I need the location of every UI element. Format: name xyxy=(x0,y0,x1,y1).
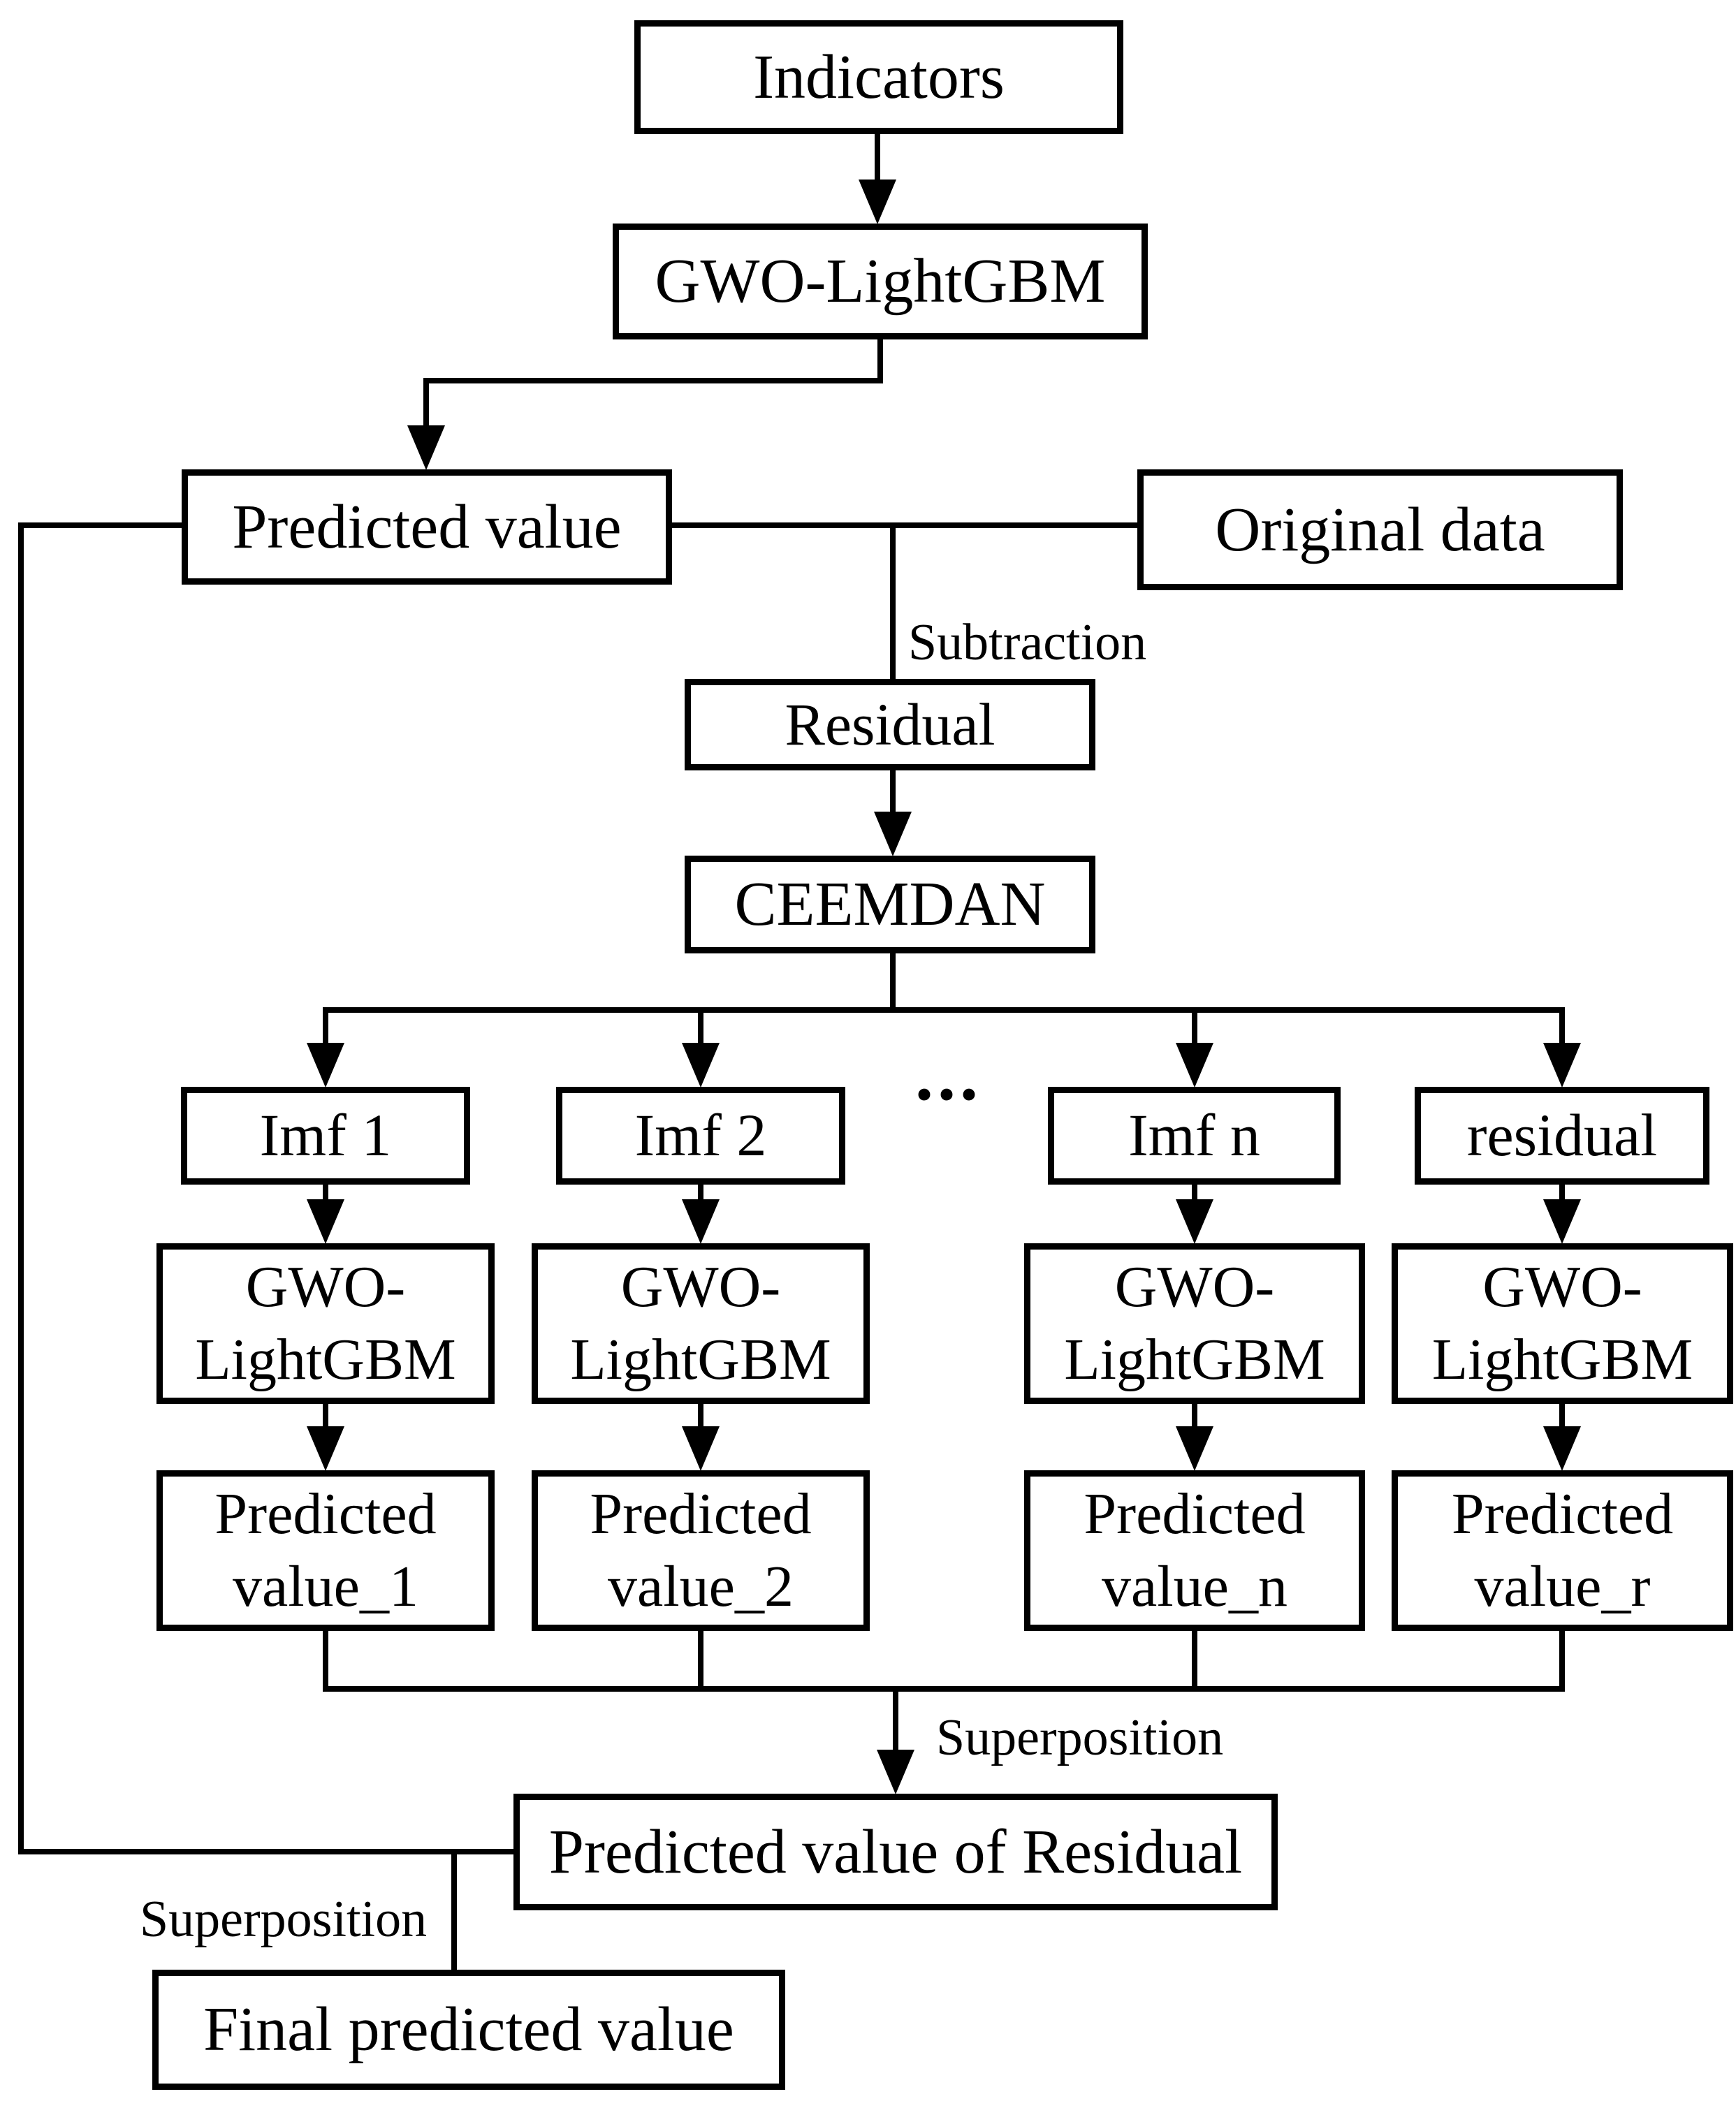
edge-left-link xyxy=(18,522,187,528)
node-imf-2-label: Imf 2 xyxy=(634,1101,767,1169)
arrowhead-into-imf1-icon xyxy=(307,1043,344,1088)
node-gwo-lightgbm-2: GWO- LightGBM xyxy=(532,1243,870,1404)
node-gwo-lightgbm-4-line1: GWO- xyxy=(1482,1254,1642,1319)
node-predicted-value-1-line2: value_1 xyxy=(233,1554,418,1619)
node-gwo-lightgbm-top: GWO-LightGBM xyxy=(613,224,1148,339)
edge-subtraction-drop xyxy=(890,522,896,682)
node-final-predicted-value: Final predicted value xyxy=(152,1970,785,2090)
node-gwo-lightgbm-top-label: GWO-LightGBM xyxy=(655,247,1106,316)
node-imf-1-label: Imf 1 xyxy=(259,1101,392,1169)
edge-pv4-merge xyxy=(1559,1628,1565,1692)
edge-gwo4-pv4 xyxy=(1559,1401,1565,1430)
node-predicted-value-n-line1: Predicted xyxy=(1084,1481,1306,1546)
node-predicted-value-1-line1: Predicted xyxy=(214,1481,437,1546)
node-gwo-lightgbm-4: GWO- LightGBM xyxy=(1392,1243,1733,1404)
node-ceemdan: CEEMDAN xyxy=(685,856,1095,953)
edge-indicators-gwo xyxy=(875,134,880,186)
node-predicted-value-r-line2: value_r xyxy=(1474,1554,1651,1619)
arrowhead-into-pvr-icon xyxy=(877,1750,914,1794)
node-gwo-lightgbm-3-line2: LightGBM xyxy=(1064,1327,1325,1392)
arrowhead-into-gwo4-icon xyxy=(1543,1199,1581,1244)
edge-drop-imf1 xyxy=(323,1007,328,1046)
node-predicted-value-2-line1: Predicted xyxy=(590,1481,812,1546)
arrowhead-into-gwo-top-icon xyxy=(859,180,896,224)
node-gwo-lightgbm-4-line2: LightGBM xyxy=(1431,1327,1693,1392)
edge-drop-residual2 xyxy=(1559,1007,1565,1046)
edge-pv3-merge xyxy=(1192,1628,1197,1692)
node-predicted-value-r-line1: Predicted xyxy=(1451,1481,1674,1546)
arrowhead-into-imf2-icon xyxy=(682,1043,720,1088)
node-predicted-value: Predicted value xyxy=(182,469,672,585)
arrowhead-into-gwo2-icon xyxy=(682,1199,720,1244)
edge-gwo-elbow-v1 xyxy=(877,339,883,383)
node-gwo-lightgbm-1: GWO- LightGBM xyxy=(156,1243,495,1404)
node-imf-n-label: Imf n xyxy=(1128,1101,1260,1169)
edge-gwo-elbow-h xyxy=(423,378,883,383)
arrowhead-into-predicted-value-icon xyxy=(407,425,445,470)
node-predicted-value-n-line2: value_n xyxy=(1102,1554,1288,1619)
node-gwo-lightgbm-2-line2: LightGBM xyxy=(570,1327,831,1392)
edge-distribution-rail xyxy=(323,1007,1565,1013)
node-original-data: Original data xyxy=(1137,469,1623,590)
node-ceemdan-label: CEEMDAN xyxy=(734,870,1046,939)
edge-merge-drop xyxy=(893,1686,898,1753)
node-final-predicted-value-label: Final predicted value xyxy=(203,1995,734,2065)
arrowhead-into-residual2-icon xyxy=(1543,1043,1581,1088)
edge-residual2-gwo4 xyxy=(1559,1182,1565,1204)
edge-residual-ceemdan xyxy=(890,767,896,816)
arrowhead-into-gwo3-icon xyxy=(1176,1199,1213,1244)
edge-gwo3-pv3 xyxy=(1192,1401,1197,1430)
node-predicted-value-2-line2: value_2 xyxy=(608,1554,794,1619)
label-ellipsis: ... xyxy=(915,1035,982,1115)
arrowhead-into-pv3-icon xyxy=(1176,1426,1213,1471)
node-predicted-value-2: Predicted value_2 xyxy=(532,1470,870,1631)
node-gwo-lightgbm-1-line2: LightGBM xyxy=(195,1327,456,1392)
node-imf-2: Imf 2 xyxy=(556,1087,845,1185)
arrowhead-into-pv4-icon xyxy=(1543,1426,1581,1471)
node-predicted-value-label: Predicted value xyxy=(232,492,622,562)
node-imf-n: Imf n xyxy=(1048,1087,1341,1185)
node-residual-component: residual xyxy=(1415,1087,1709,1185)
edge-gwo-elbow-v2 xyxy=(423,378,429,428)
edge-predicted-original xyxy=(669,522,1140,528)
node-gwo-lightgbm-3-line1: GWO- xyxy=(1114,1254,1275,1319)
node-predicted-value-1: Predicted value_1 xyxy=(156,1470,495,1631)
edge-ceemdan-rail xyxy=(890,950,896,1013)
edge-drop-imf2 xyxy=(698,1007,703,1046)
label-superposition-lower: Superposition xyxy=(140,1891,428,1948)
edge-left-rail xyxy=(18,522,24,1854)
edge-imf1-gwo1 xyxy=(323,1182,328,1204)
node-predicted-value-of-residual-label: Predicted value of Residual xyxy=(548,1817,1243,1887)
node-gwo-lightgbm-1-line1: GWO- xyxy=(245,1254,406,1319)
label-subtraction: Subtraction xyxy=(908,614,1147,671)
node-indicators-label: Indicators xyxy=(753,42,1005,112)
edge-final-drop xyxy=(451,1849,457,1972)
node-predicted-value-r: Predicted value_r xyxy=(1392,1470,1733,1631)
edge-imfn-gwo3 xyxy=(1192,1182,1197,1204)
node-imf-1: Imf 1 xyxy=(181,1087,470,1185)
node-indicators: Indicators xyxy=(634,20,1123,134)
arrowhead-into-imfn-icon xyxy=(1176,1043,1213,1088)
node-gwo-lightgbm-2-line1: GWO- xyxy=(620,1254,781,1319)
arrowhead-into-pv2-icon xyxy=(682,1426,720,1471)
arrowhead-into-ceemdan-icon xyxy=(874,812,912,856)
edge-merge-rail xyxy=(323,1686,1565,1692)
arrowhead-into-gwo1-icon xyxy=(307,1199,344,1244)
node-residual-component-label: residual xyxy=(1466,1101,1658,1169)
node-residual-label: Residual xyxy=(785,690,995,758)
edge-gwo1-pv1 xyxy=(323,1401,328,1430)
node-predicted-value-of-residual: Predicted value of Residual xyxy=(513,1794,1278,1910)
node-residual: Residual xyxy=(685,679,1095,770)
edge-drop-imfn xyxy=(1192,1007,1197,1046)
edge-gwo2-pv2 xyxy=(698,1401,703,1430)
label-superposition-upper: Superposition xyxy=(936,1709,1224,1766)
edge-pv1-merge xyxy=(323,1628,328,1692)
node-original-data-label: Original data xyxy=(1215,495,1545,564)
edge-imf2-gwo2 xyxy=(698,1182,703,1204)
arrowhead-into-pv1-icon xyxy=(307,1426,344,1471)
node-gwo-lightgbm-3: GWO- LightGBM xyxy=(1024,1243,1365,1404)
edge-pv2-merge xyxy=(698,1628,703,1692)
node-predicted-value-n: Predicted value_n xyxy=(1024,1470,1365,1631)
edge-bottom-rail xyxy=(18,1849,519,1854)
